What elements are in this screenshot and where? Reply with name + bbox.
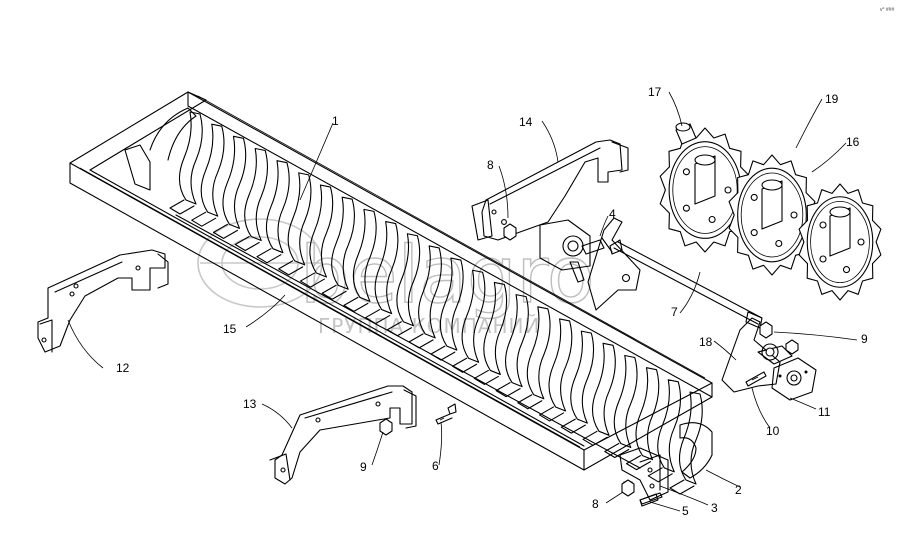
nut-icon <box>379 418 393 436</box>
crumbler-bar <box>352 208 377 302</box>
callout-3: 3 <box>711 501 718 515</box>
crumbler-bar-foot <box>517 394 543 410</box>
crumbler-bar-foot <box>604 442 630 459</box>
crumbler-bar <box>613 354 638 449</box>
callout-1: 1 <box>332 114 339 128</box>
crumbler-bar <box>418 245 442 339</box>
callout-10: 10 <box>766 424 780 438</box>
crumbler-bar-foot <box>191 211 217 227</box>
callout-18: 18 <box>699 335 713 349</box>
callout-8-upper: 8 <box>487 158 494 172</box>
callout-2: 2 <box>735 483 742 497</box>
callout-15: 15 <box>223 322 237 336</box>
corner-mark: v° ### <box>880 7 894 13</box>
bolt-5-icon <box>639 493 659 507</box>
shaft-7 <box>609 239 763 329</box>
crumbler-bar <box>591 342 616 436</box>
crumbler-bar-foot <box>234 235 260 252</box>
crumbler-bar <box>287 172 312 266</box>
crumbler-bar <box>570 330 595 424</box>
callout-4: 4 <box>609 207 616 221</box>
spacer-tube-17 <box>675 122 697 145</box>
crumbler-bar <box>396 233 421 327</box>
upper-bracket <box>471 139 629 241</box>
star-wheel-middle <box>728 154 816 276</box>
crumbler-bar <box>678 391 703 485</box>
crumbler-bar <box>200 123 225 217</box>
crumbler-bar-foot <box>452 357 478 373</box>
callout-8-lower: 8 <box>592 497 599 511</box>
crumbler-bar <box>178 111 203 205</box>
callout-19: 19 <box>825 92 839 106</box>
crumbler-bar <box>635 367 660 461</box>
crumbler-bar-foot <box>539 406 565 422</box>
nut-icon <box>503 223 517 241</box>
crumbler-bar-foot <box>256 248 282 264</box>
callout-12: 12 <box>116 361 130 375</box>
nut-icon <box>785 339 799 355</box>
crumbler-bar-foot <box>625 455 652 471</box>
crumbler-bar <box>483 281 508 375</box>
crumbler-bar-foot <box>299 272 325 288</box>
callout-17: 17 <box>648 85 662 99</box>
callout-7: 7 <box>671 305 678 319</box>
callout-5: 5 <box>682 504 689 518</box>
crumbler-bar <box>244 147 269 242</box>
crumbler-bar <box>526 306 551 400</box>
bearing-assembly-left <box>539 219 605 283</box>
callout-16: 16 <box>846 135 860 149</box>
crumbler-frame <box>69 91 713 495</box>
lower-bracket <box>269 385 417 485</box>
pin-10 <box>745 371 767 387</box>
crumbler-bar-foot <box>582 430 608 446</box>
watermark-subtitle: ГРУППА КОМПАНИЙ <box>318 314 540 338</box>
crumbler-bar-foot <box>495 382 521 398</box>
crumbler-bar-foot <box>278 260 304 276</box>
callout-6: 6 <box>432 459 439 473</box>
crumbler-bar-foot <box>343 296 369 312</box>
crumbler-bar <box>331 196 355 290</box>
crumbler-bar <box>505 294 529 388</box>
callout-13: 13 <box>243 397 257 411</box>
bearing-plate-4 <box>587 217 641 311</box>
crumbler-bar <box>461 269 486 363</box>
crumbler-bar <box>309 184 334 278</box>
callout-labels: 1 2 3 4 5 6 7 8 8 9 9 10 11 12 13 14 15 … <box>116 85 868 518</box>
crumbler-bar-foot <box>647 467 673 483</box>
callout-9-lower: 9 <box>360 460 367 474</box>
bolt-6 <box>435 403 457 425</box>
leader-lines <box>67 91 858 512</box>
crumbler-bar <box>222 135 247 229</box>
crumbler-bars <box>169 111 703 495</box>
crumbler-bar-foot <box>212 223 239 239</box>
callout-11: 11 <box>818 405 831 419</box>
bearing-plate-18 <box>721 317 793 393</box>
crumbler-bar-foot <box>169 199 195 215</box>
crumbler-bar <box>265 160 290 254</box>
crumbler-bar-foot <box>560 418 586 434</box>
crumbler-bar-foot <box>473 369 499 385</box>
crumbler-bar <box>439 257 464 351</box>
star-wheel-right <box>798 183 882 301</box>
left-bracket <box>37 249 169 353</box>
callout-14: 14 <box>519 115 533 129</box>
nut-icon <box>621 479 635 497</box>
flange-11 <box>771 357 817 401</box>
crumbler-bar <box>374 221 399 315</box>
nut-icon <box>759 321 773 339</box>
callout-9-right: 9 <box>861 332 868 346</box>
crumbler-bar-foot <box>321 284 347 300</box>
star-wheels <box>659 122 882 301</box>
crumbler-bar <box>657 379 682 473</box>
nut-icon-group <box>379 223 799 507</box>
crumbler-bar-foot <box>669 479 695 495</box>
crumbler-bar <box>548 318 573 412</box>
star-wheel-left <box>659 127 751 253</box>
